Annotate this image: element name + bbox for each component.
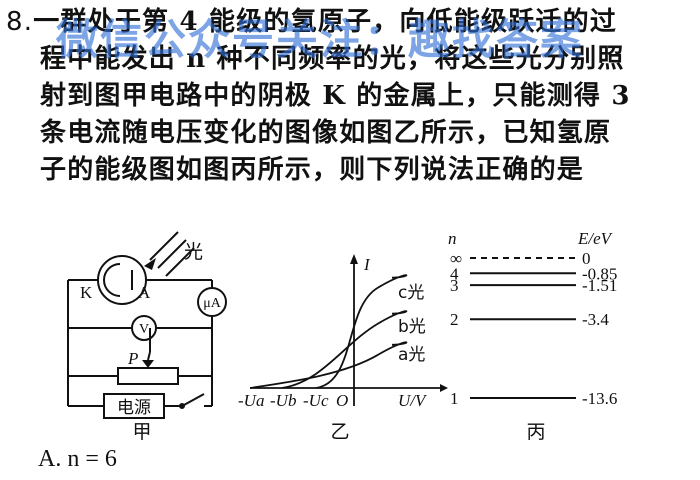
light-arrow-icon xyxy=(144,258,156,270)
iu-graph xyxy=(249,254,448,406)
curve-label-c: c光 xyxy=(398,283,424,303)
y-axis-arrow-icon xyxy=(350,254,358,264)
question-line-3: 射到图甲电路中的阴极 K 的金属上，只能测得 3 xyxy=(40,81,631,111)
question-block: 8.一群处于第 4 能级的氢原子，向低能级跃迁的过 程中能发出 n 种不同频率的… xyxy=(6,4,694,189)
curve-c xyxy=(315,274,408,389)
caption-jia: 甲 xyxy=(132,421,151,443)
circuit-diagram xyxy=(67,231,227,419)
level-n-label: 4 xyxy=(450,264,459,283)
energy-header: E/eV xyxy=(577,229,614,248)
power-supply xyxy=(103,393,165,419)
switch-blade xyxy=(183,393,205,406)
power-label: 电源 xyxy=(117,398,151,418)
energy-level-diagram: ∞ 0 4 -0.85 3 -1.51 2 -3.4 1 -13.6 xyxy=(450,249,617,408)
level-n-label: 1 xyxy=(450,389,459,408)
curve-label-b: b光 xyxy=(398,317,426,337)
anode-label: A xyxy=(138,283,151,302)
question-number: 8. xyxy=(6,7,34,37)
level-n-label: ∞ xyxy=(450,249,462,268)
level-energy-label: -0.85 xyxy=(582,264,617,283)
caption-yi: 乙 xyxy=(330,421,349,443)
light-ray xyxy=(157,239,187,269)
level-n-label: 2 xyxy=(450,310,459,329)
x-axis-arrow-icon xyxy=(440,384,448,392)
question-line-4: 条电流随电压变化的图像如图乙所示，已知氢原 xyxy=(40,118,612,148)
light-label: 光 xyxy=(184,241,203,263)
rheostat xyxy=(117,367,179,385)
switch-contact xyxy=(179,403,185,409)
level-energy-label: 0 xyxy=(582,249,591,268)
x-axis-label: U/V xyxy=(398,391,428,410)
question-line-1: 8.一群处于第 4 能级的氢原子，向低能级跃迁的过 xyxy=(6,7,618,37)
curve-label-a: a光 xyxy=(398,345,425,365)
watermark-text: 微信公众号关注：趣找答案 xyxy=(56,15,585,64)
question-line-2: 程中能发出 n 种不同频率的光，将这些光分别照 xyxy=(40,44,625,74)
option-a[interactable]: A. n = 6 xyxy=(38,446,117,472)
cathode-plate xyxy=(103,263,121,297)
light-ray xyxy=(165,247,195,277)
slider-arrow-icon xyxy=(142,360,154,368)
figures-area: 光 K A μA V P 电源 甲 I U/V O -Ua -Ub -Uc c光… xyxy=(67,229,617,443)
level-energy-label: -3.4 xyxy=(582,310,609,329)
level-energy-label: -1.51 xyxy=(582,276,617,295)
tick-label-ua: -Ua xyxy=(238,391,264,410)
light-ray xyxy=(149,231,179,261)
curve-a xyxy=(249,341,408,389)
tick-label-ub: -Ub xyxy=(270,391,296,410)
level-energy-label: -13.6 xyxy=(582,389,617,408)
question-line-5: 子的能级图如图丙所示，则下列说法正确的是 xyxy=(40,155,585,185)
slider-label: P xyxy=(127,349,138,368)
caption-bing: 丙 xyxy=(526,421,545,443)
cathode-label: K xyxy=(80,283,93,302)
y-axis-label: I xyxy=(363,255,371,274)
level-n-label: 3 xyxy=(450,276,459,295)
origin-label: O xyxy=(336,391,348,410)
tick-label-uc: -Uc xyxy=(303,391,329,410)
voltmeter-label: V xyxy=(139,322,149,337)
ammeter-label: μA xyxy=(203,296,222,311)
n-header: n xyxy=(448,229,457,248)
